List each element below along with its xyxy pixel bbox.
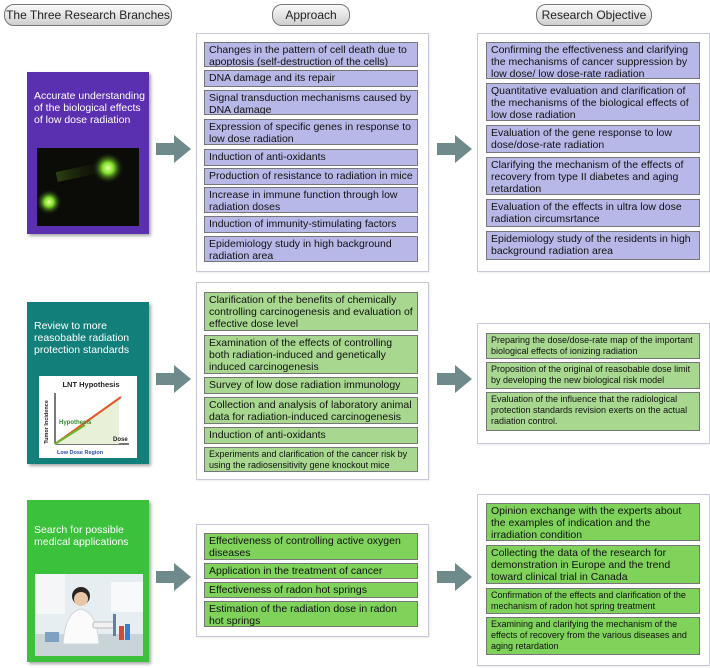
approach-item: Epidemiology study in high background ra…	[204, 236, 418, 262]
approach-item: Induction of immunity-stimulating factor…	[204, 216, 418, 233]
arrow-icon	[156, 135, 191, 163]
approach-item: Estimation of the radiation dose in rado…	[204, 601, 418, 627]
graph-hypothesis-label: Hypothesis	[59, 420, 92, 426]
approach-item: DNA damage and its repair	[204, 70, 418, 87]
approach-item: Expression of specific genes in response…	[204, 119, 418, 145]
arrow-icon	[156, 365, 191, 393]
graph-region-label: Low Dose Region	[57, 450, 104, 456]
arrow-icon	[437, 563, 472, 591]
objective-item: Examining and clarifying the mechanism o…	[486, 617, 700, 655]
approach-item: Signal transduction mechanisms caused by…	[204, 90, 418, 115]
objective-item: Evaluation of the effects in ultra low d…	[486, 199, 700, 227]
header-objective: Research Objective	[536, 4, 652, 26]
objective-item: Confirming the effectiveness and clarify…	[486, 42, 700, 79]
approach-item: Effectiveness of controlling active oxyg…	[204, 533, 418, 560]
approach-item: Increase in immune function through low …	[204, 187, 418, 213]
arrow-icon	[437, 365, 472, 393]
objective-item: Epidemiology study of the residents in h…	[486, 231, 700, 260]
graph-title: LNT Hypothesis	[62, 380, 119, 389]
objective-item: Quantitative evaluation and clarificatio…	[486, 83, 700, 121]
approach-item: Collection and analysis of laboratory an…	[204, 397, 418, 424]
graph-xlabel: Dose	[113, 437, 128, 443]
approach-item: Changes in the pattern of cell death due…	[204, 42, 418, 67]
approach-item: Effectiveness of radon hot springs	[204, 582, 418, 598]
graph-ylabel: Tumor Incidence	[44, 400, 50, 444]
objective-item: Evaluation of the gene response to low d…	[486, 125, 700, 153]
objective-item: Preparing the dose/dose-rate map of the …	[486, 333, 700, 359]
approach-item: Clarification of the benefits of chemica…	[204, 292, 418, 331]
lnt-hypothesis-graph: LNT Hypothesis Tumor Incidence Hypothesi…	[39, 376, 137, 458]
objective-item: Opinion exchange with the experts about …	[486, 503, 700, 541]
arrow-icon	[437, 135, 472, 163]
arrow-icon	[156, 563, 191, 591]
approach-item: Application in the treatment of cancer	[204, 563, 418, 579]
objective-item: Collecting the data of the research for …	[486, 545, 700, 584]
objective-item: Proposition of the original of reasobabl…	[486, 362, 700, 389]
approach-item: Experiments and clarification of the can…	[204, 447, 418, 472]
fluorescence-image	[37, 148, 139, 226]
branch-title-2: Review to more reasobable radiation prot…	[34, 320, 130, 356]
approach-item: Induction of anti-oxidants	[204, 427, 418, 444]
approach-item: Induction of anti-oxidants	[204, 149, 418, 166]
objective-item: Evaluation of the influence that the rad…	[486, 392, 700, 431]
approach-item: Examination of the effects of controllin…	[204, 335, 418, 374]
approach-item: Survey of low dose radiation immunology	[204, 377, 418, 394]
branch-card-3: Search for possible medical applications	[27, 500, 149, 662]
approach-item: Production of resistance to radiation in…	[204, 168, 418, 185]
objective-item: Confirmation of the effects and clarific…	[486, 588, 700, 614]
branch-title-1: Accurate understanding of the biological…	[34, 90, 145, 126]
header-branches: The Three Research Branches	[4, 4, 172, 26]
branch-card-2: Review to more reasobable radiation prot…	[27, 302, 149, 464]
branch-title-3: Search for possible medical applications	[34, 524, 129, 548]
branch-card-1: Accurate understanding of the biological…	[27, 72, 149, 234]
objective-item: Clarifying the mechanism of the effects …	[486, 157, 700, 195]
header-approach: Approach	[272, 4, 350, 26]
lab-researcher-photo	[35, 574, 143, 656]
